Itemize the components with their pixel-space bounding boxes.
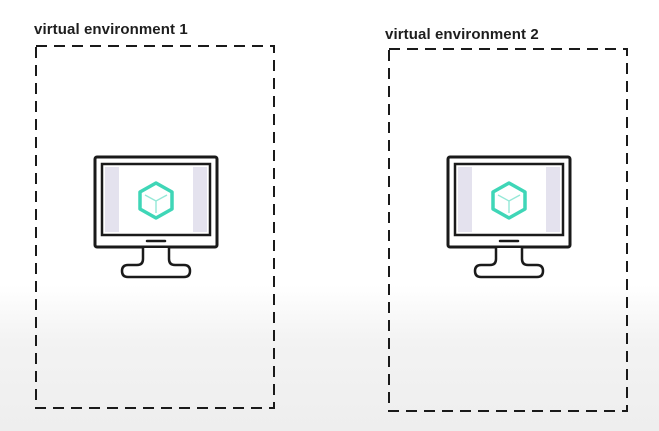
cube-icon (491, 181, 527, 220)
monitor-icon (93, 155, 219, 280)
monitor-icon (446, 155, 572, 280)
environment-title: virtual environment 2 (385, 26, 539, 43)
environment-title: virtual environment 1 (34, 21, 188, 38)
environment-boundary (388, 48, 628, 412)
environment-boundary (35, 45, 275, 409)
cube-icon (138, 181, 174, 220)
